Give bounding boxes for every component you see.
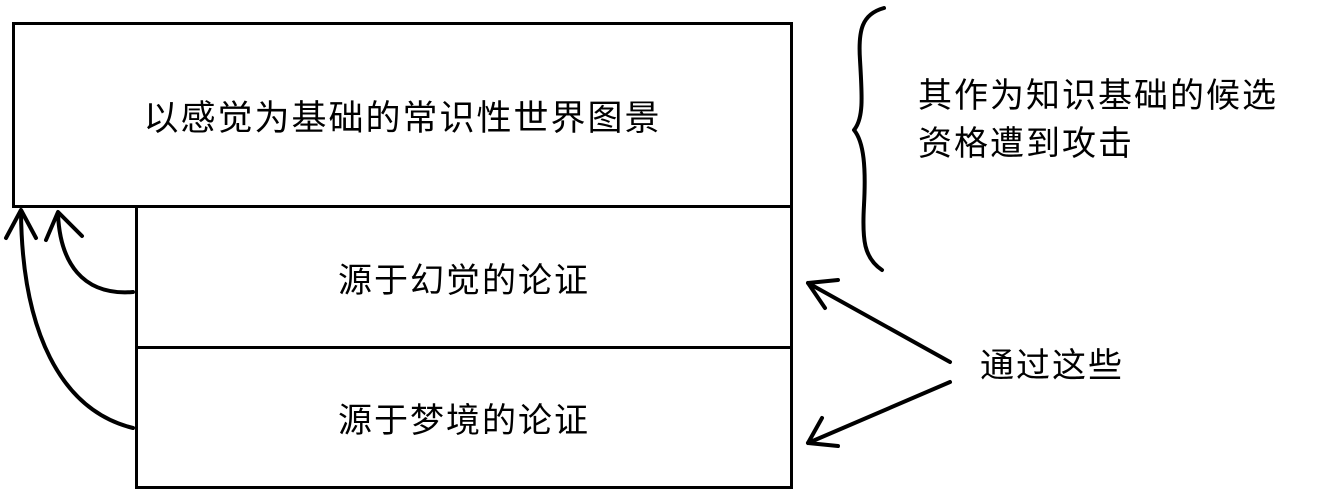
- argument-from-illusion-box: 源于幻觉的论证: [135, 205, 793, 349]
- commonsense-world-picture-label: 以感觉为基础的常识性世界图景: [143, 98, 662, 139]
- arrow-illusion-to-picture: [56, 212, 135, 295]
- commonsense-world-picture-box: 以感觉为基础的常识性世界图景: [12, 22, 793, 208]
- argument-from-dreams-label: 源于梦境的论证: [338, 401, 590, 441]
- attack-annotation-line-1: 其作为知识基础的候选: [918, 76, 1278, 116]
- arrowhead-through-to-illusion: [806, 278, 840, 310]
- curly-brace: [852, 6, 886, 272]
- arrow-through-to-dreams: [806, 380, 952, 445]
- argument-from-illusion-label: 源于幻觉的论证: [338, 260, 590, 301]
- arrowhead-dreams-to-picture: [4, 208, 38, 240]
- arrowhead-illusion-to-picture: [44, 210, 84, 242]
- arrowhead-through-to-dreams: [806, 416, 840, 448]
- arrow-dreams-to-picture: [19, 210, 135, 430]
- attack-annotation: 其作为知识基础的候选 资格遭到攻击: [918, 72, 1278, 168]
- argument-from-dreams-box: 源于梦境的论证: [135, 346, 793, 489]
- through-these-annotation: 通过这些: [980, 346, 1124, 386]
- attack-annotation-line-2: 资格遭到攻击: [918, 124, 1134, 164]
- arrow-through-to-illusion: [806, 281, 952, 364]
